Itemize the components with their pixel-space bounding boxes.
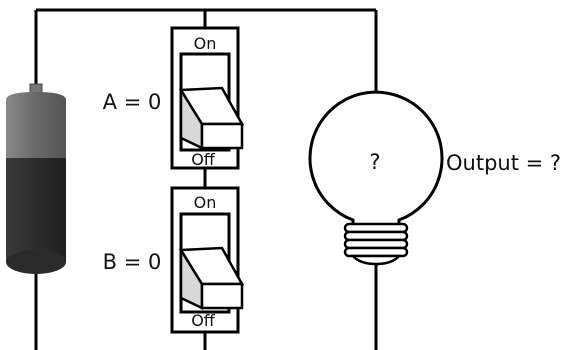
switch-a-off-label: Off [191, 150, 216, 169]
battery-top-band [6, 92, 66, 160]
switch-b-off-label: Off [191, 311, 216, 330]
switch-a[interactable]: On Off [170, 26, 245, 170]
battery-body [6, 158, 66, 262]
output-label: Output = ? [446, 151, 561, 175]
switch-b-rocker-front [200, 282, 244, 310]
bulb-tip [350, 254, 402, 266]
bulb-state-symbol: ? [369, 150, 380, 174]
switch-a-on-label: On [194, 34, 217, 53]
battery [6, 83, 66, 274]
battery-base [6, 250, 66, 274]
switch-a-rocker-front [200, 122, 244, 150]
bulb-screw-base [343, 222, 409, 266]
switch-b-on-label: On [194, 193, 217, 212]
switch-b-value-label: B = 0 [103, 250, 162, 274]
switch-a-value-label: A = 0 [103, 90, 162, 114]
wires [34, 8, 378, 350]
switch-b[interactable]: On Off [170, 186, 245, 334]
bulb-glass [308, 90, 444, 234]
light-bulb: ? [308, 90, 444, 266]
